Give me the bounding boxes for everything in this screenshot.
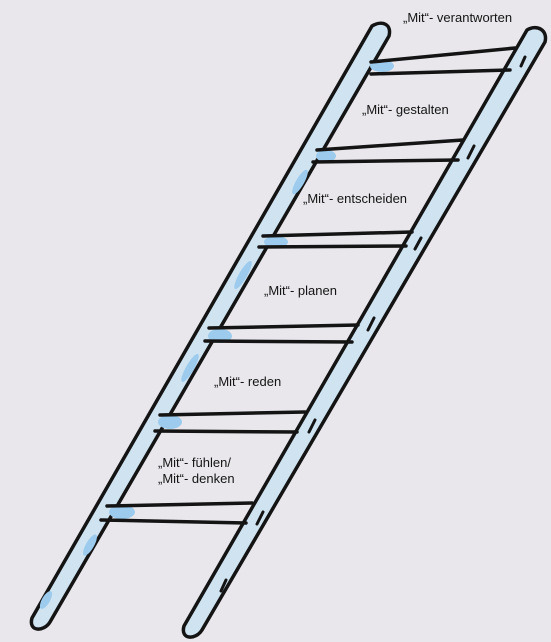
- rungs: [99, 46, 517, 525]
- step-label-entscheiden: „Mit“- entscheiden: [303, 191, 408, 206]
- rail-highlights: [39, 60, 394, 609]
- step-label-reden: „Mit“- reden: [214, 374, 282, 389]
- step-label-fuehlen-denken: „Mit“- fühlen/ „Mit“- denken: [158, 455, 235, 487]
- rung-3: [257, 230, 414, 249]
- rung-2: [311, 138, 465, 164]
- step-label-planen: „Mit“- planen: [264, 283, 337, 298]
- step-label-gestalten: „Mit“- gestalten: [362, 102, 449, 117]
- right-rail: [181, 25, 548, 639]
- step-label-fuehlen: „Mit“- fühlen/: [158, 455, 231, 470]
- step-label-denken: „Mit“- denken: [158, 471, 235, 486]
- rung-1: [369, 46, 517, 76]
- left-rail: [29, 21, 392, 631]
- rung-4: [203, 323, 360, 344]
- step-label-verantworten: „Mit“- verantworten: [403, 10, 513, 25]
- rail-dashes: [219, 55, 527, 593]
- rung-5: [153, 410, 307, 434]
- rung-6: [99, 501, 254, 525]
